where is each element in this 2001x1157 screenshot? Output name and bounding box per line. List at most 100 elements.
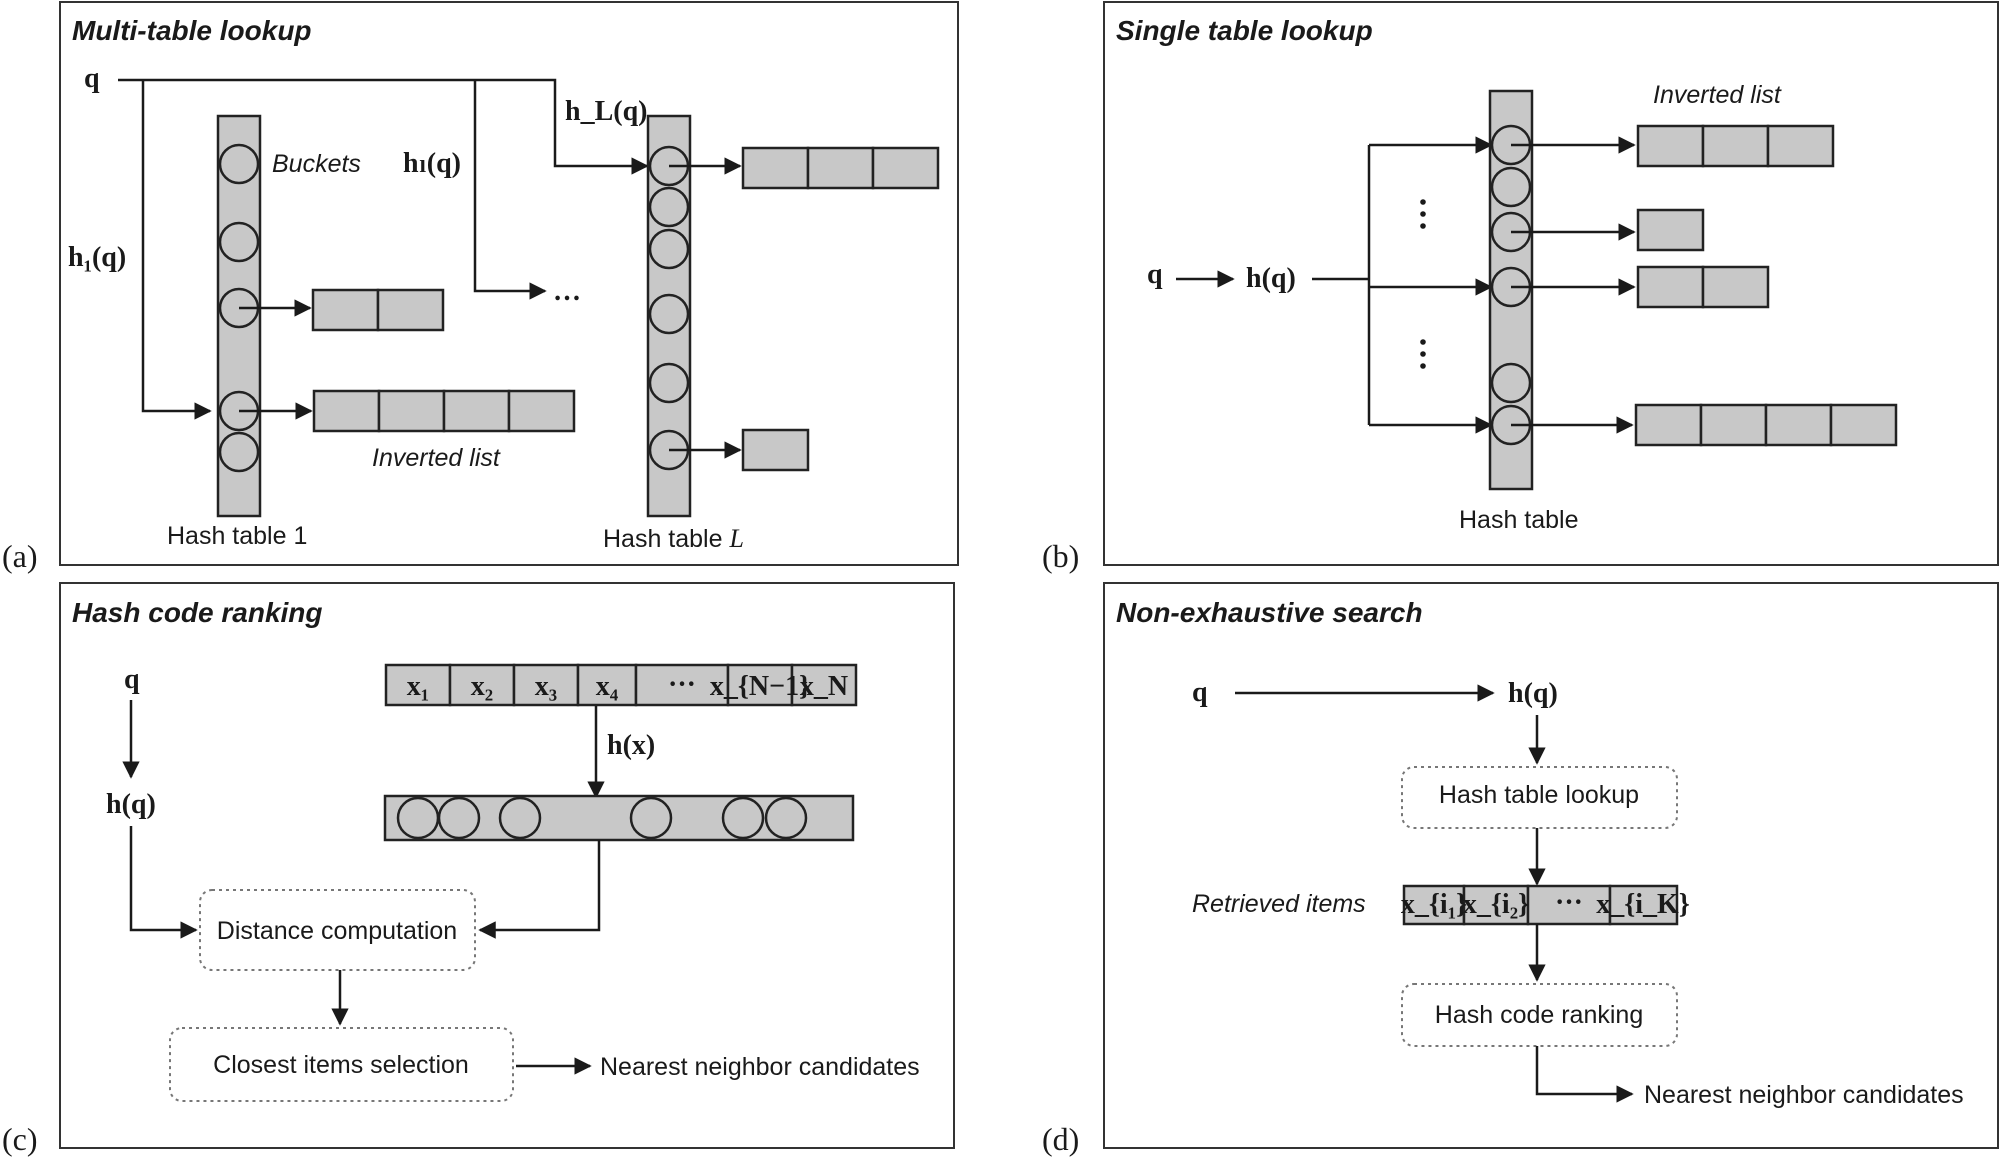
bucket: [648, 362, 690, 404]
list-cell: [312, 389, 381, 433]
item-label: x₁: [407, 671, 429, 702]
list-cell: [741, 146, 810, 190]
list-cell: [1829, 403, 1898, 447]
panel-a-title: Multi-table lookup: [72, 15, 312, 46]
panel-b: (b) Single table lookup q h(q) Inverted …: [1042, 1, 1999, 574]
item-label: x_{i₁}: [1401, 889, 1467, 920]
list-cell: [1634, 403, 1703, 447]
panel-a-frame: [59, 1, 959, 566]
item-cell: [1526, 884, 1612, 926]
database-items: x₁ x₂ x₃ x₄ ··· x_{N−1} x_N: [384, 663, 858, 707]
panel-b-query: q: [1147, 259, 1163, 290]
panel-a-hl-label: hₗ(q): [403, 148, 461, 179]
hash-code: [629, 796, 673, 840]
item-cell: [634, 663, 730, 707]
retrieved-items: x_{i₁} x_{i₂} ··· x_{i_K}: [1401, 884, 1690, 926]
panel-a-table1-label: Hash table 1: [167, 522, 307, 550]
panel-a-hl-arrow: [473, 80, 547, 300]
item-label: ···: [1555, 887, 1583, 918]
list-cell: [871, 146, 940, 190]
item-label: x₃: [535, 671, 557, 702]
panel-a-hL-label: h_L(q): [565, 96, 647, 127]
list-cell: [377, 389, 446, 433]
item-cell: [790, 663, 858, 707]
list-cell: [1766, 124, 1835, 168]
list-cell: [1764, 403, 1833, 447]
bucket: [648, 186, 690, 228]
item-cell: [384, 663, 452, 707]
list-cell: [806, 146, 875, 190]
panel-c-output-label: Nearest neighbor candidates: [600, 1053, 920, 1081]
hash-code-ranking-box: [1401, 983, 1678, 1047]
panel-a-ellipsis: …: [553, 276, 581, 307]
item-label: x₄: [596, 671, 619, 702]
panel-d-frame: [1103, 582, 1999, 1149]
item-label: x_{N−1}: [710, 671, 810, 702]
panel-c-hq-arrow: [129, 826, 198, 939]
hash-code: [396, 796, 440, 840]
vertical-ellipsis-dot: [1420, 199, 1426, 205]
bucket: [1490, 166, 1532, 208]
panel-c-hx: h(x): [607, 730, 655, 761]
list-cell: [1636, 265, 1705, 309]
panel-b-tag: (b): [1042, 538, 1079, 574]
list-cell: [1636, 124, 1705, 168]
item-cell: [726, 663, 794, 707]
panel-c-query: q: [124, 664, 140, 695]
hash-code-ranking-label: Hash code ranking: [1435, 1001, 1643, 1029]
panel-c-hq: h(q): [106, 789, 156, 820]
item-cell: [576, 663, 638, 707]
bucket: [648, 228, 690, 270]
panel-a-h1-arrow: [141, 80, 212, 420]
panel-a-h1-label: h₁(q): [68, 242, 126, 273]
panel-a-inverted-list-label: Inverted list: [372, 444, 501, 472]
hash-code: [764, 796, 808, 840]
panel-c-code-arrow: [478, 840, 601, 939]
bucket: [218, 221, 260, 263]
closest-items-box: [169, 1027, 514, 1102]
list-cell: [1699, 403, 1768, 447]
distance-computation-box: [199, 889, 476, 971]
panel-a-hL-arrow: [475, 78, 649, 175]
retrieved-items-label: Retrieved items: [1192, 890, 1366, 918]
panel-d-title: Non-exhaustive search: [1116, 597, 1423, 628]
list-cell: [311, 288, 380, 332]
vertical-ellipsis-dot: [1420, 363, 1426, 369]
vertical-ellipsis-dot: [1420, 339, 1426, 345]
list-cell: [741, 428, 810, 472]
item-label: x_{i_K}: [1596, 889, 1690, 920]
panel-d-tag: (d): [1042, 1121, 1079, 1157]
panel-c-frame: [59, 582, 955, 1149]
list-cell: [1701, 124, 1770, 168]
vertical-ellipsis-dot: [1420, 351, 1426, 357]
panel-b-inverted-list-label: Inverted list: [1653, 81, 1782, 109]
hash-code: [721, 796, 765, 840]
list-cell: [442, 389, 511, 433]
panel-a: (a) Multi-table lookup q h₁(q) hₗ(q) h_L…: [2, 1, 959, 574]
bucket: [218, 143, 260, 185]
panel-d-query: q: [1192, 677, 1208, 708]
hash-table-lookup-box: [1401, 766, 1678, 829]
panel-b-hq: h(q): [1246, 263, 1296, 294]
closest-items-label: Closest items selection: [213, 1051, 469, 1079]
item-label: x₂: [471, 671, 493, 702]
distance-computation-label: Distance computation: [217, 917, 457, 945]
vertical-ellipsis-dot: [1420, 211, 1426, 217]
bucket: [218, 431, 260, 473]
list-cell: [1701, 265, 1770, 309]
item-cell: [512, 663, 580, 707]
hash-code: [437, 796, 481, 840]
list-cell: [376, 288, 445, 332]
panel-d-output-arrow: [1535, 1046, 1634, 1103]
hash-table-lookup-label: Hash table lookup: [1439, 781, 1639, 809]
bucket: [1490, 362, 1532, 404]
panel-a-query: q: [84, 63, 100, 94]
panel-a-buckets-label: Buckets: [272, 150, 361, 178]
panel-d-hq: h(q): [1508, 678, 1558, 709]
panel-b-frame: [1103, 1, 1999, 566]
panel-d-output-label: Nearest neighbor candidates: [1644, 1081, 1964, 1109]
item-label: ···: [668, 669, 696, 700]
item-cell: [1462, 884, 1530, 926]
vertical-ellipsis-dot: [1420, 223, 1426, 229]
